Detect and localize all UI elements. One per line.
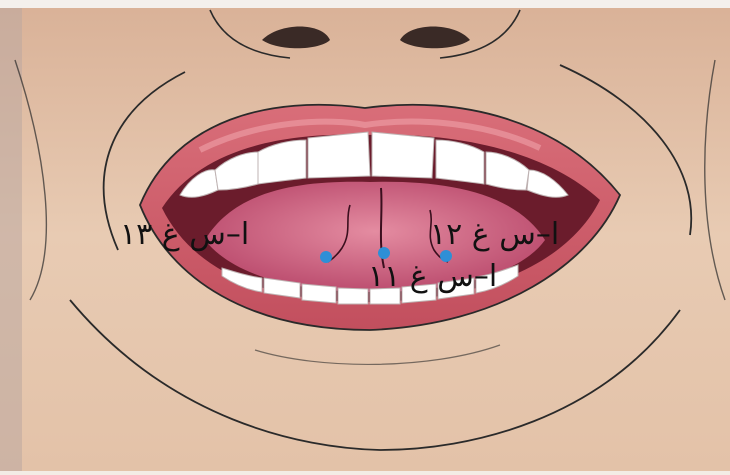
top-strip <box>0 0 730 8</box>
point-middle <box>378 247 390 259</box>
point-left <box>320 251 332 263</box>
point-label-right: ا–س غ ١٢ <box>430 220 559 250</box>
point-label-left: ا–س غ ١٣ <box>120 220 249 250</box>
point-label-middle: ا–س غ ١١ <box>368 262 497 292</box>
